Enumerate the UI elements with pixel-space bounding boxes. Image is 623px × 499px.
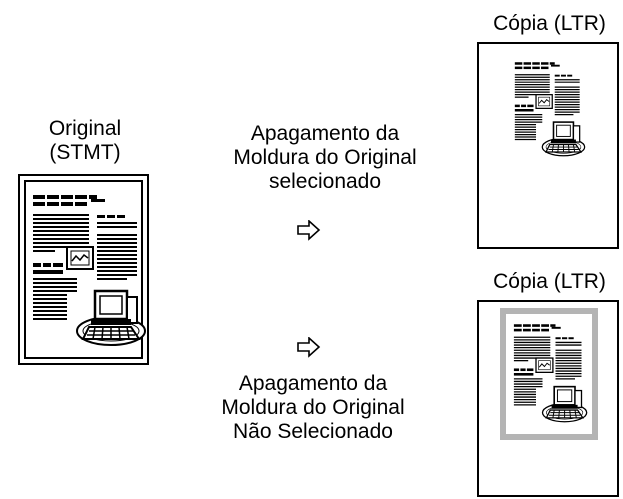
selected-label: Apagamento da Moldura do Original seleci…	[196, 122, 454, 194]
copy-top-label: Cópia (LTR)	[493, 12, 606, 35]
original-document	[18, 174, 149, 365]
copy-top-page	[477, 42, 619, 249]
document-page-icon	[513, 323, 588, 423]
hollow-right-arrow-icon	[297, 220, 320, 240]
not-selected-label-line1: Apagamento da	[238, 372, 388, 395]
selected-label-line1: Apagamento da	[250, 122, 400, 145]
not-selected-label-line3: Não Selecionado	[233, 420, 393, 443]
hollow-right-arrow-icon	[297, 337, 320, 357]
copy-bottom-page	[477, 300, 619, 497]
not-selected-label: Apagamento da Moldura do Original Não Se…	[184, 372, 442, 444]
not-selected-label-line2: Moldura do Original	[221, 396, 405, 419]
document-page-icon	[514, 61, 586, 157]
original-label-line1: Original	[48, 117, 122, 140]
original-label-line2: (STMT)	[49, 141, 121, 164]
original-label: Original (STMT)	[30, 117, 140, 165]
copy-bottom-label: Cópia (LTR)	[493, 270, 606, 293]
selected-label-line2: Moldura do Original	[233, 146, 417, 169]
selected-label-line3: selecionado	[268, 170, 382, 193]
document-page-icon	[31, 193, 147, 347]
